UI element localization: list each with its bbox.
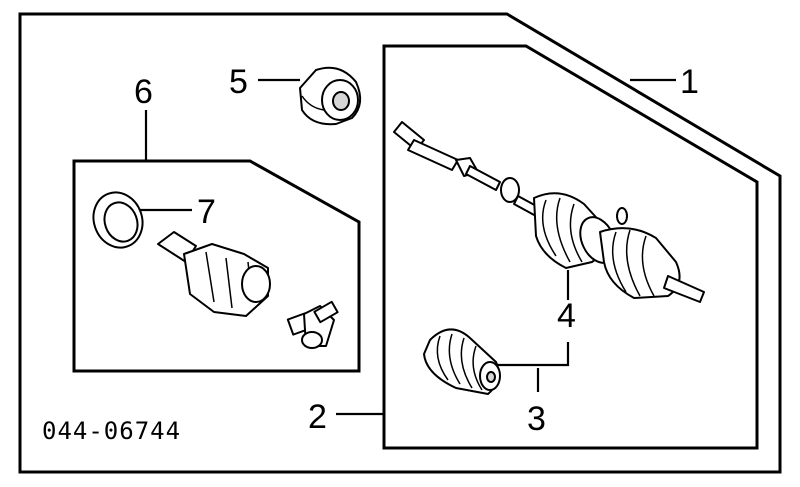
leader-line-3 [496,342,570,392]
outer-assembly-frame [18,12,782,474]
callout-2: 2 [308,398,327,436]
callout-1: 1 [680,63,699,101]
loose-cv-boot [423,328,501,395]
callout-4: 4 [557,297,576,335]
part-code-label: 044-06744 [42,417,181,445]
cv-joint-housing [157,231,271,317]
drive-shaft-assembly [393,121,705,303]
drive-shaft-frame [382,44,759,450]
callout-5: 5 [229,63,248,101]
callout-7: 7 [197,193,216,231]
callout-6: 6 [134,73,153,111]
callout-3: 3 [527,400,546,438]
tripod-spider [286,300,339,349]
joint-kit-frame [72,159,361,373]
boot-clamp-ring [92,191,144,249]
bushing-part [299,66,362,126]
